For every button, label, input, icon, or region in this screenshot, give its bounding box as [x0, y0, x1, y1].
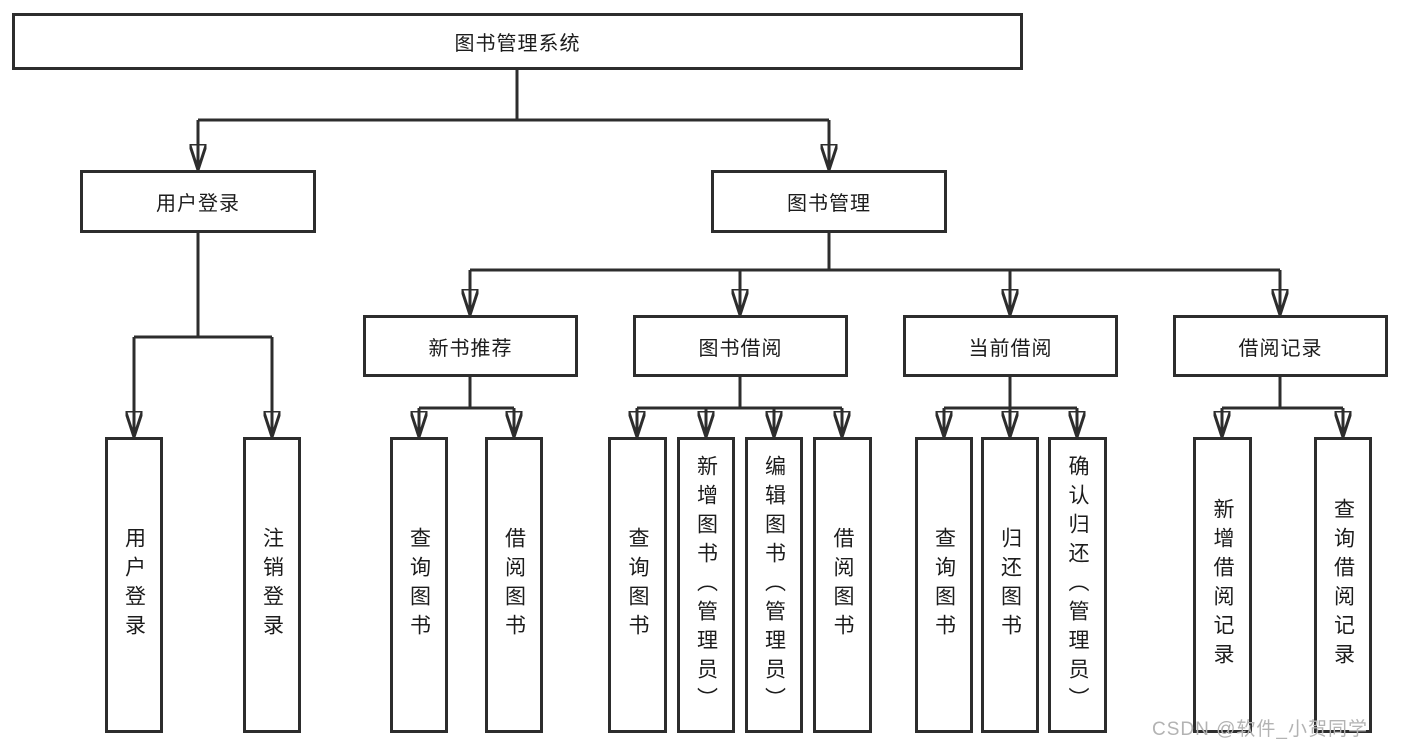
- leaf-query-books-recommend: 查询图书: [390, 437, 448, 733]
- leaf-confirm-return-admin: 确认归还（管理员）: [1048, 437, 1107, 733]
- leaf-query-books-borrowing: 查询图书: [608, 437, 667, 733]
- node-book-borrowing: 图书借阅: [633, 315, 848, 377]
- leaf-add-books-admin: 新增图书（管理员）: [677, 437, 735, 733]
- leaf-query-books-current: 查询图书: [915, 437, 973, 733]
- leaf-add-borrow-record: 新增借阅记录: [1193, 437, 1252, 733]
- node-new-book-recommendation: 新书推荐: [363, 315, 578, 377]
- csdn-watermark: CSDN @软件_小贺同学: [1152, 719, 1368, 740]
- leaf-user-login: 用户登录: [105, 437, 163, 733]
- node-borrowing-records: 借阅记录: [1173, 315, 1388, 377]
- leaf-edit-books-admin: 编辑图书（管理员）: [745, 437, 803, 733]
- leaf-borrow-books: 借阅图书: [813, 437, 872, 733]
- leaf-logout: 注销登录: [243, 437, 301, 733]
- leaf-return-books: 归还图书: [981, 437, 1039, 733]
- node-user-login: 用户登录: [80, 170, 316, 233]
- leaf-query-borrow-record: 查询借阅记录: [1314, 437, 1372, 733]
- node-current-borrowing: 当前借阅: [903, 315, 1118, 377]
- leaf-borrow-books-recommend: 借阅图书: [485, 437, 543, 733]
- connector-trunks: [134, 70, 1343, 410]
- node-library-management-system: 图书管理系统: [12, 13, 1023, 70]
- node-book-management: 图书管理: [711, 170, 947, 233]
